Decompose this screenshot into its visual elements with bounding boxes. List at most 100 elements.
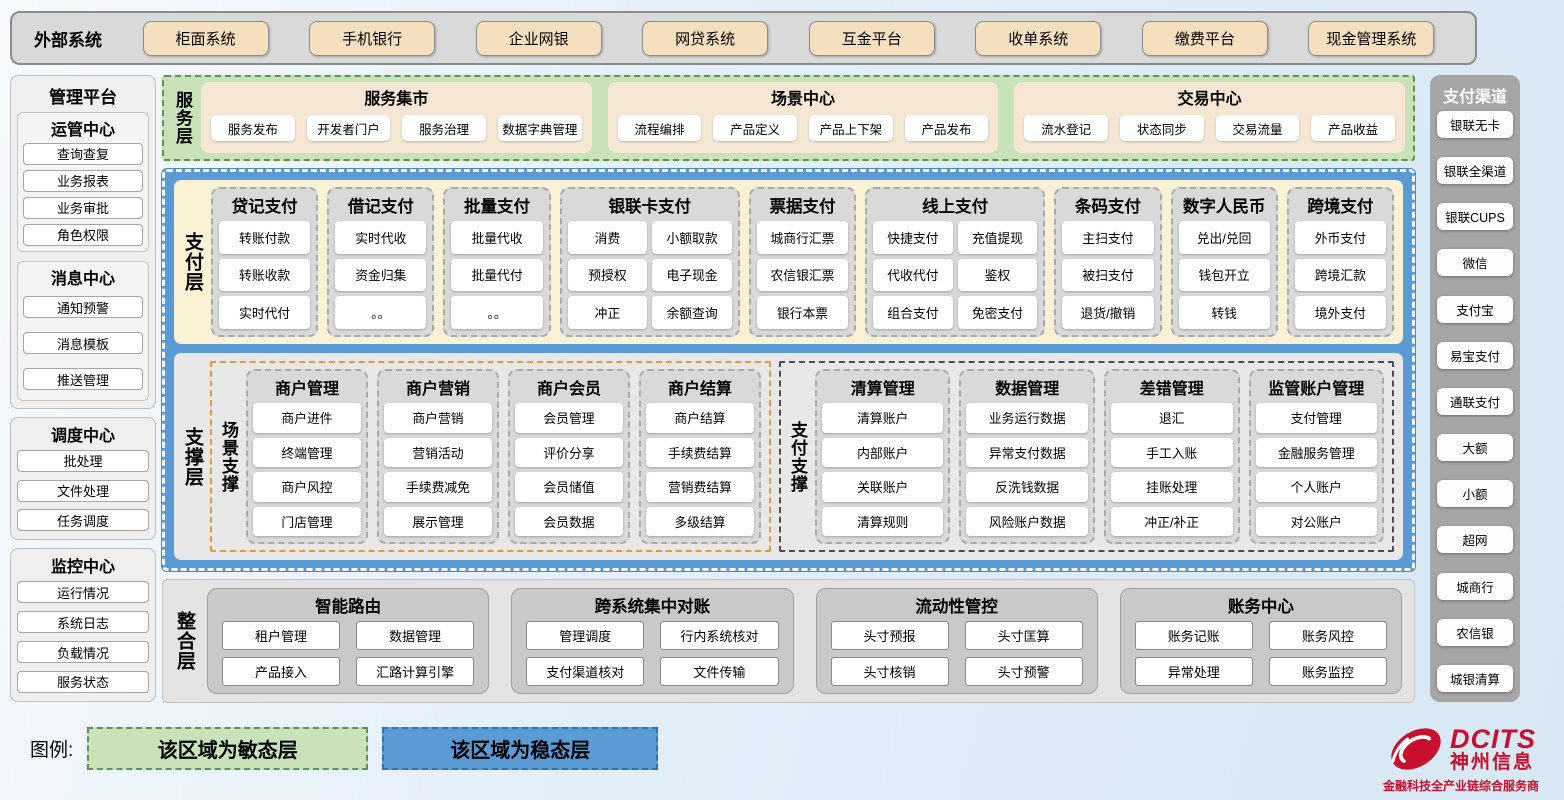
feature-button[interactable]: 角色权限	[23, 223, 143, 246]
feature-button[interactable]: 头寸预报	[830, 621, 949, 650]
feature-button[interactable]: 产品接入	[222, 657, 341, 686]
feature-button[interactable]: 手工入账	[1110, 437, 1233, 467]
feature-button[interactable]: 批量代收	[451, 221, 543, 254]
feature-button[interactable]: 运行情况	[17, 581, 149, 604]
feature-button[interactable]: 实时代收	[335, 221, 427, 254]
feature-button[interactable]: 外币支付	[1294, 221, 1386, 254]
feature-button[interactable]: 数据管理	[356, 621, 475, 650]
feature-button[interactable]: 余额查询	[652, 296, 732, 329]
feature-button[interactable]: 转账付款	[219, 221, 311, 254]
feature-button[interactable]: 查询查复	[23, 142, 143, 165]
feature-button[interactable]: 挂账处理	[1110, 472, 1233, 502]
feature-button[interactable]: 文件处理	[17, 479, 149, 502]
feature-button[interactable]: 清算规则	[821, 506, 944, 536]
feature-button[interactable]: 评价分享	[514, 437, 623, 467]
feature-button[interactable]: 冲正	[567, 296, 648, 329]
feature-button[interactable]: 营销费结算	[645, 472, 754, 502]
feature-button[interactable]: 被扫支付	[1062, 258, 1154, 292]
feature-button[interactable]: 管理调度	[526, 621, 645, 650]
feature-button[interactable]: 营销活动	[383, 437, 492, 467]
feature-button[interactable]: 批量代付	[451, 258, 543, 292]
feature-button[interactable]: 代收代付	[873, 258, 953, 292]
payment-channel-button[interactable]: 通联支付	[1437, 387, 1513, 415]
feature-button[interactable]: 冲正/补正	[1110, 506, 1233, 536]
feature-button[interactable]: 汇路计算引擎	[356, 657, 475, 686]
payment-channel-button[interactable]: 城银清算	[1437, 664, 1513, 692]
feature-button[interactable]: 开发者门户	[306, 115, 391, 141]
feature-button[interactable]: 支付管理	[1255, 403, 1378, 433]
payment-channel-button[interactable]: 易宝支付	[1437, 341, 1513, 369]
feature-button[interactable]: 通知预警	[23, 296, 143, 318]
feature-button[interactable]: 钱包开立	[1178, 258, 1270, 292]
feature-button[interactable]: 账务记账	[1134, 621, 1253, 650]
feature-button[interactable]: 。。	[335, 296, 427, 329]
feature-button[interactable]: 电子现金	[652, 258, 732, 292]
feature-button[interactable]: 任务调度	[17, 509, 149, 532]
feature-button[interactable]: 退汇	[1110, 403, 1233, 433]
feature-button[interactable]: 服务状态	[17, 670, 149, 693]
feature-button[interactable]: 商户结算	[645, 403, 754, 433]
feature-button[interactable]: 服务发布	[211, 115, 295, 141]
payment-channel-button[interactable]: 小额	[1437, 480, 1513, 508]
feature-button[interactable]: 推送管理	[23, 368, 143, 390]
feature-button[interactable]: 风险账户数据	[966, 506, 1088, 536]
feature-button[interactable]: 业务审批	[23, 196, 143, 219]
feature-button[interactable]: 头寸匡算	[964, 621, 1083, 650]
feature-button[interactable]: 终端管理	[253, 437, 361, 467]
feature-button[interactable]: 流水登记	[1024, 115, 1108, 141]
feature-button[interactable]: 批处理	[17, 449, 149, 472]
feature-button[interactable]: 状态同步	[1120, 115, 1204, 141]
feature-button[interactable]: 城商行汇票	[756, 221, 849, 254]
feature-button[interactable]: 银行本票	[756, 296, 849, 329]
feature-button[interactable]: 清算账户	[821, 403, 944, 433]
feature-button[interactable]: 产品上下架	[809, 115, 893, 141]
feature-button[interactable]: 充值提现	[957, 221, 1038, 254]
external-system-button[interactable]: 缴费平台	[1141, 20, 1268, 56]
payment-channel-button[interactable]: 农信银	[1437, 618, 1513, 646]
feature-button[interactable]: 资金归集	[335, 258, 427, 292]
feature-button[interactable]: 门店管理	[253, 506, 361, 536]
feature-button[interactable]: 内部账户	[821, 437, 944, 467]
feature-button[interactable]: 账务监控	[1268, 657, 1387, 686]
feature-button[interactable]: 兑出/兑回	[1178, 221, 1270, 254]
feature-button[interactable]: 金融服务管理	[1255, 437, 1378, 467]
external-system-button[interactable]: 柜面系统	[142, 20, 269, 56]
payment-channel-button[interactable]: 微信	[1437, 249, 1513, 277]
feature-button[interactable]: 流程编排	[617, 115, 702, 141]
feature-button[interactable]: 异常处理	[1134, 657, 1253, 686]
feature-button[interactable]: 异常支付数据	[966, 437, 1088, 467]
feature-button[interactable]: 商户营销	[383, 403, 492, 433]
feature-button[interactable]: 会员数据	[514, 506, 623, 536]
feature-button[interactable]: 系统日志	[17, 611, 149, 634]
feature-button[interactable]: 产品定义	[713, 115, 797, 141]
feature-button[interactable]: 快捷支付	[873, 221, 953, 254]
feature-button[interactable]: 鉴权	[957, 258, 1038, 292]
feature-button[interactable]: 个人账户	[1255, 472, 1378, 502]
external-system-button[interactable]: 手机银行	[309, 20, 436, 56]
external-system-button[interactable]: 收单系统	[975, 20, 1102, 56]
feature-button[interactable]: 手续费减免	[383, 472, 492, 502]
feature-button[interactable]: 账务风控	[1268, 621, 1387, 650]
feature-button[interactable]: 消息模板	[23, 332, 143, 354]
feature-button[interactable]: 手续费结算	[645, 437, 754, 467]
payment-channel-button[interactable]: 支付宝	[1437, 295, 1513, 323]
payment-channel-button[interactable]: 大额	[1437, 434, 1513, 462]
feature-button[interactable]: 组合支付	[873, 296, 953, 329]
feature-button[interactable]: 多级结算	[645, 506, 754, 536]
feature-button[interactable]: 转钱	[1178, 296, 1270, 329]
feature-button[interactable]: 消费	[567, 221, 648, 254]
feature-button[interactable]: 文件传输	[660, 657, 779, 686]
feature-button[interactable]: 实时代付	[219, 296, 311, 329]
payment-channel-button[interactable]: 超网	[1437, 526, 1513, 554]
feature-button[interactable]: 。。	[451, 296, 543, 329]
feature-button[interactable]: 头寸核销	[830, 657, 949, 686]
feature-button[interactable]: 反洗钱数据	[966, 472, 1088, 502]
feature-button[interactable]: 退货/撤销	[1062, 296, 1154, 329]
payment-channel-button[interactable]: 银联CUPS	[1437, 203, 1513, 231]
feature-button[interactable]: 商户进件	[253, 403, 361, 433]
feature-button[interactable]: 免密支付	[957, 296, 1038, 329]
feature-button[interactable]: 负载情况	[17, 641, 149, 663]
feature-button[interactable]: 会员储值	[514, 472, 623, 502]
feature-button[interactable]: 产品收益	[1311, 115, 1396, 141]
payment-channel-button[interactable]: 城商行	[1437, 572, 1513, 600]
